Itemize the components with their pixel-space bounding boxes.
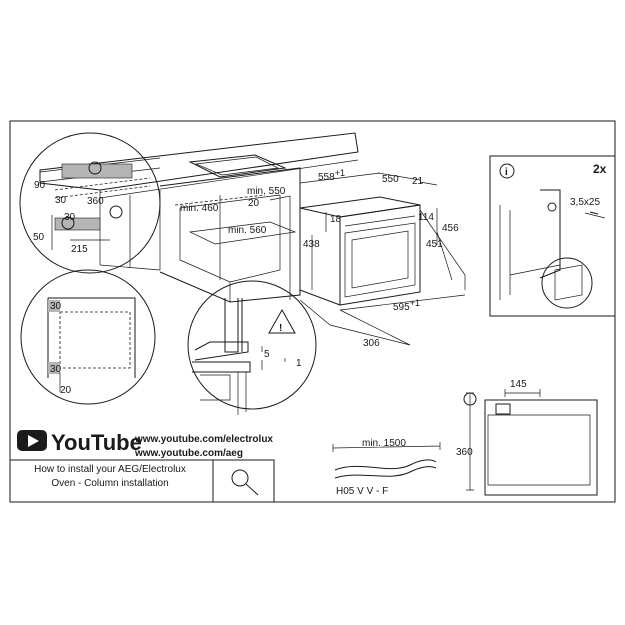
dim-20a: 20 [248,198,260,209]
power-icon [109,205,123,219]
side-view: 145 360 [456,379,598,496]
dim-438: 438 [303,239,320,250]
dim-min560: min. 560 [228,225,267,236]
dim-30a: 30 [55,195,67,206]
screw-panel: i 2x 3,5x25 [489,155,616,317]
dim-21: 21 [412,176,424,187]
kitchen-column-scene: 558+1 550 21 18 114 456 438 451 595+1 30… [39,132,466,349]
dim-1: 1 [296,358,302,369]
url-aeg[interactable]: www.youtube.com/aeg [134,448,243,459]
dim-360-side: 360 [456,447,473,458]
dim-min460: min. 460 [180,203,219,214]
dim-20b: 20 [60,385,72,396]
dim-30b: 30 [64,212,76,223]
dim-451: 451 [426,239,443,250]
dim-18: 18 [330,214,342,225]
power-icon [463,392,477,406]
caption-line1: How to install your AEG/Electrolux [34,464,186,475]
screw-size: 3,5x25 [570,197,600,208]
cable-min-length: min. 1500 [362,438,406,449]
detail-circle-bottom: 30 30 20 [20,269,156,405]
power-icon [61,216,75,230]
dim-90: 90 [34,180,46,191]
dim-30c: 30 [50,301,62,312]
url-electrolux[interactable]: www.youtube.com/electrolux [134,434,273,445]
dim-114: 114 [418,212,434,223]
youtube-logo-text: YouTube [51,430,142,455]
dim-min550: min. 550 [247,186,286,197]
svg-text:i: i [505,167,508,178]
caption-line2: Oven - Column installation [51,478,168,489]
detail-circle-top: 90 30 360 30 50 215 [19,132,161,274]
gray-marker [48,362,60,374]
gray-marker [61,163,133,179]
cable-type: H05 V V - F [336,486,388,497]
dim-215: 215 [71,244,88,255]
dim-30d: 30 [50,364,62,375]
screw-count: 2x [593,162,607,176]
dim-5: 5 [264,349,270,360]
gray-marker [48,300,60,312]
cable-detail: min. 1500 H05 V V - F [332,438,441,497]
info-icon [499,163,515,179]
power-icon [88,161,102,175]
dim-595: 595+1 [393,298,420,313]
youtube-section: YouTube www.youtube.com/electrolux www.y… [9,430,275,503]
magnifier-icon [231,469,249,487]
dim-360a: 360 [87,196,104,207]
dim-558: 558+1 [318,168,345,183]
dim-50: 50 [33,232,45,243]
svg-text:!: ! [279,323,282,334]
dim-145: 145 [510,379,527,390]
gray-marker [54,217,101,231]
dim-306: 306 [363,338,380,349]
detail-circle-middle: ! 5 1 [187,280,317,415]
warning-icon [268,308,296,334]
dim-550: 550 [382,174,399,185]
dim-456: 456 [442,223,459,234]
